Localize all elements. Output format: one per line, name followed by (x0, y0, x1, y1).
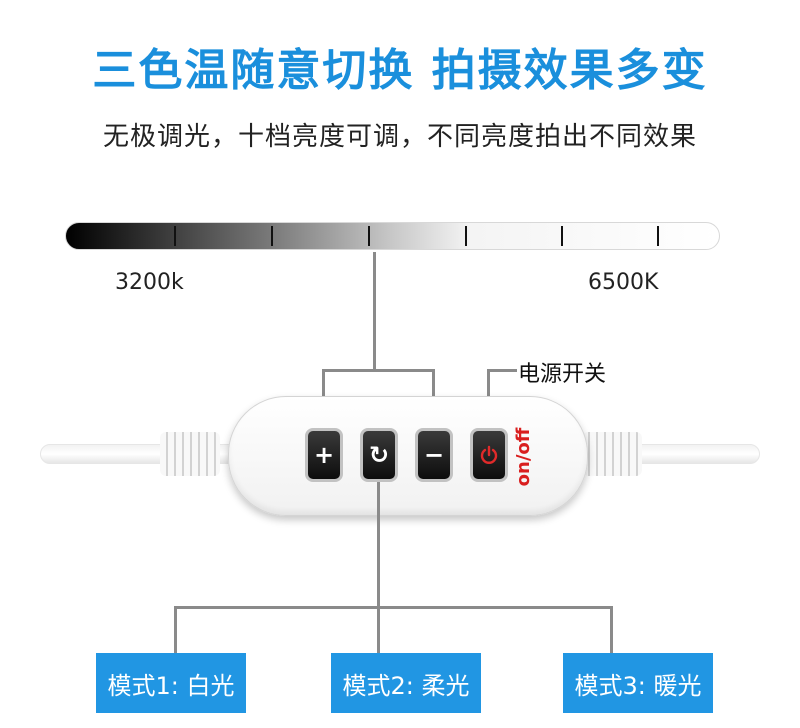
kelvin-low-label: 3200k (115, 270, 184, 295)
connector-line (610, 606, 613, 653)
cable-strain-relief (160, 432, 220, 476)
scale-tick (174, 226, 176, 246)
color-temperature-bar (65, 222, 720, 250)
connector-line (377, 482, 380, 608)
brightness-up-button[interactable]: + (305, 428, 343, 482)
mode-switch-button[interactable]: ↻ (360, 428, 398, 482)
connector-line (174, 606, 613, 609)
inline-controller (228, 396, 588, 516)
connector-line (373, 252, 376, 372)
kelvin-high-label: 6500K (588, 270, 659, 295)
scale-tick (368, 226, 370, 246)
scale-tick (271, 226, 273, 246)
power-switch-label: 电源开关 (518, 362, 607, 387)
connector-line (487, 369, 517, 372)
page-title: 三色温随意切换 拍摄效果多变 (92, 45, 708, 96)
connector-line (377, 606, 380, 653)
scale-tick (657, 226, 659, 246)
connector-line (174, 606, 177, 653)
mode-2-soft-light: 模式2: 柔光 (331, 653, 481, 713)
scale-tick (561, 226, 563, 246)
scale-tick (465, 226, 467, 246)
brightness-down-button[interactable]: − (415, 428, 453, 482)
page-subtitle: 无极调光，十档亮度可调，不同亮度拍出不同效果 (102, 122, 697, 152)
power-icon (480, 445, 498, 464)
mode-1-white-light: 模式1: 白光 (96, 653, 246, 713)
power-button[interactable] (470, 428, 508, 482)
cable-strain-relief (582, 432, 642, 476)
mode-3-warm-light: 模式3: 暖光 (563, 653, 713, 713)
connector-line (322, 369, 435, 372)
onoff-label: on/off (513, 427, 534, 487)
